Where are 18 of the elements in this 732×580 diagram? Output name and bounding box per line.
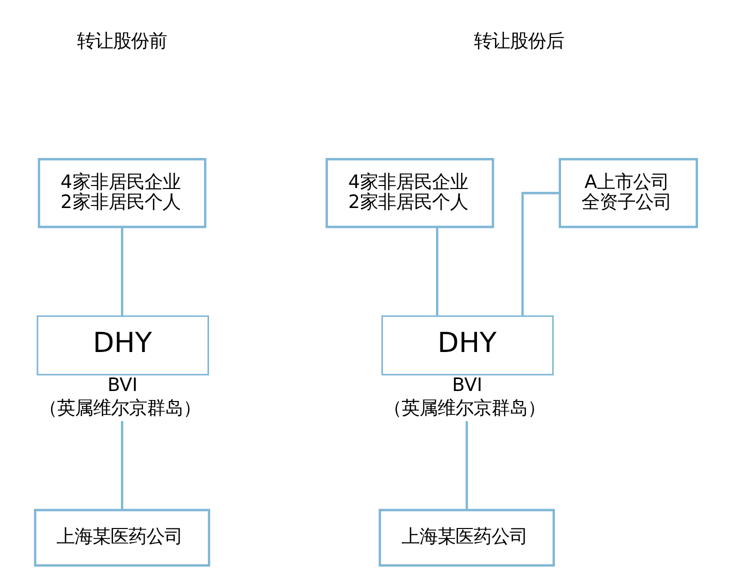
connector — [120, 421, 124, 510]
label: 转让股份前 — [77, 31, 168, 52]
node-label: （英属维尔京群岛） — [384, 398, 546, 420]
node-box: 上海某医药公司 — [378, 508, 555, 567]
connector — [521, 192, 560, 316]
label: 转让股份后 — [474, 31, 564, 52]
node-box: 4家非居民企业 2家非居民个人 — [326, 158, 494, 228]
node-box: 上海某医药公司 — [34, 508, 210, 567]
node-label: （英属维尔京群岛） — [39, 398, 201, 420]
node-label: BVI — [452, 374, 482, 396]
connector — [120, 227, 124, 316]
connector — [466, 421, 468, 510]
node-box: A上市公司 全资子公司 — [558, 158, 698, 228]
connector — [436, 227, 438, 316]
node-box: DHY — [36, 315, 210, 376]
node-box: 4家非居民企业 2家非居民个人 — [38, 158, 206, 228]
node-label: BVI — [107, 374, 138, 396]
node-box: DHY — [381, 315, 554, 376]
